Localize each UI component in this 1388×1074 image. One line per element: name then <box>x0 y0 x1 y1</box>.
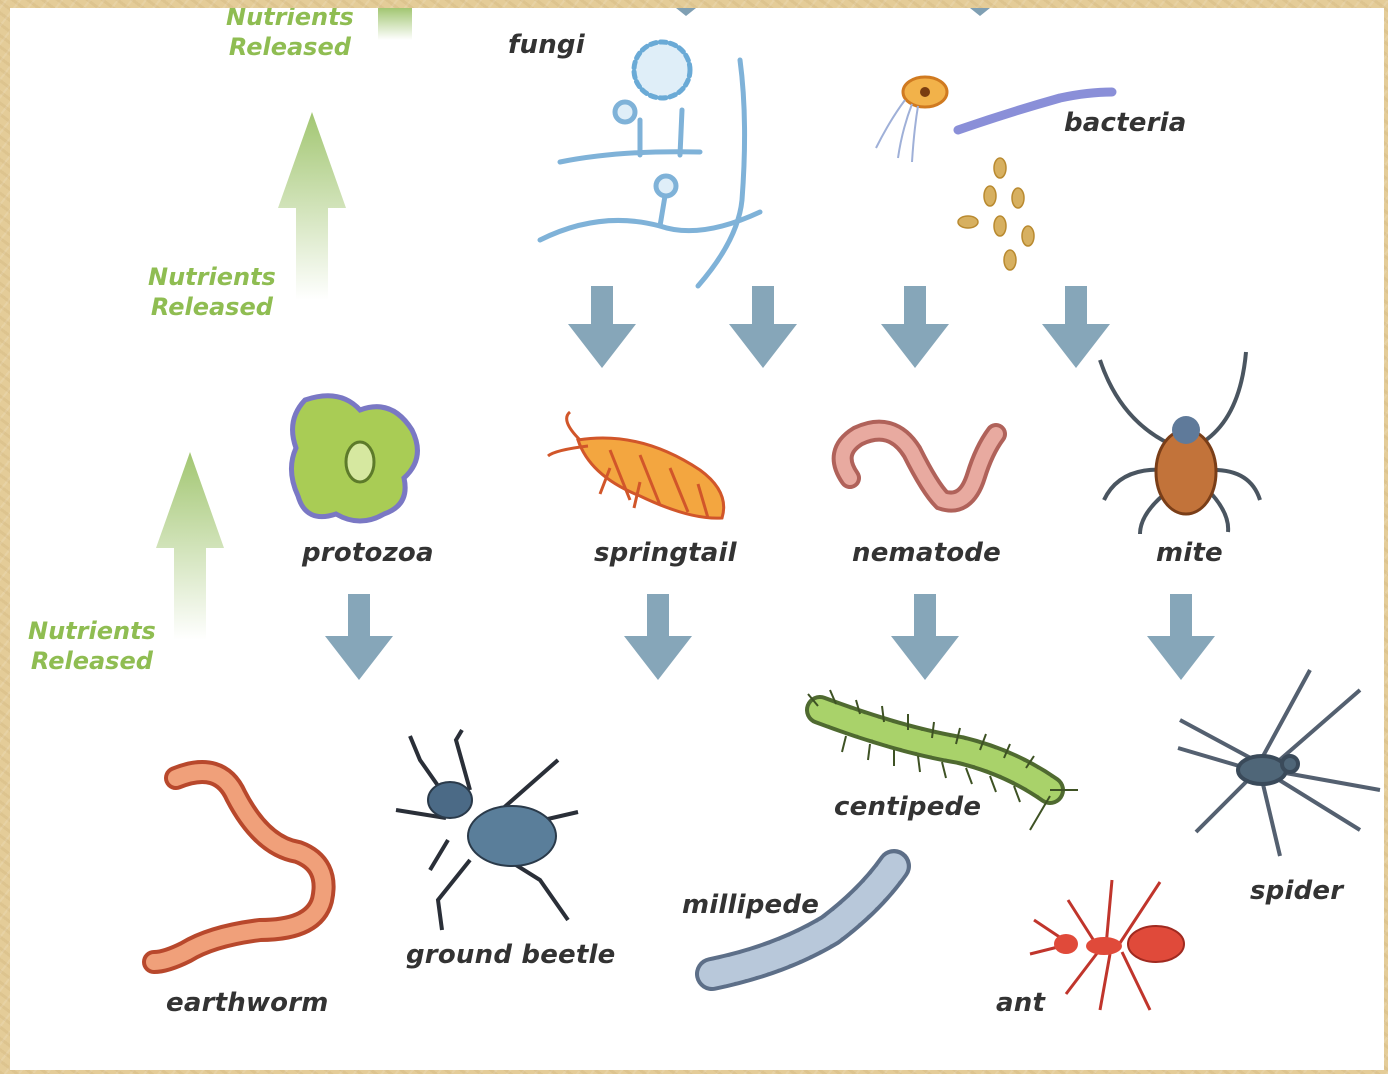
millipede-label: millipede <box>682 890 819 920</box>
springtail-illustration <box>548 412 724 518</box>
ant-label: ant <box>996 988 1045 1018</box>
ground-beetle-label: ground beetle <box>406 940 615 970</box>
protozoa-label: protozoa <box>302 538 434 568</box>
millipede-illustration <box>712 866 894 974</box>
centipede-label: centipede <box>834 792 981 822</box>
ant-illustration <box>1030 880 1184 1010</box>
flow-arrow-bacteria-mite <box>1042 286 1110 368</box>
earthworm-label: earthworm <box>166 988 329 1018</box>
spider-label: spider <box>1250 876 1343 906</box>
bacteria-label: bacteria <box>1064 108 1187 138</box>
mite-label: mite <box>1156 538 1223 568</box>
bacteria-illustration <box>876 77 1112 270</box>
flow-arrow-mite-down <box>1147 594 1215 680</box>
mite-illustration <box>1100 352 1260 534</box>
flow-arrow-protozoa-down <box>325 594 393 680</box>
flow-arrow-top-left <box>676 8 696 16</box>
flow-arrow-fungi-springtail <box>729 286 797 368</box>
fungi-label: fungi <box>508 30 585 60</box>
nematode-illustration <box>843 431 996 502</box>
spider-illustration <box>1178 670 1380 856</box>
nutrient-arrow-bottom <box>156 452 224 640</box>
flow-arrow-top-right <box>970 8 990 16</box>
fungi-illustration <box>540 42 760 286</box>
ground-beetle-illustration <box>396 730 578 930</box>
nematode-label: nematode <box>852 538 1001 568</box>
springtail-label: springtail <box>594 538 737 568</box>
flow-arrow-fungi-protozoa <box>568 286 636 368</box>
flow-arrow-bacteria-nematode <box>881 286 949 368</box>
protozoa-illustration <box>291 396 417 521</box>
flow-arrow-nematode-down <box>891 594 959 680</box>
flow-arrow-springtail-down <box>624 594 692 680</box>
nutrient-arrow-middle <box>278 112 346 300</box>
earthworm-illustration <box>154 772 324 962</box>
nutrient-arrow-top <box>378 8 412 40</box>
